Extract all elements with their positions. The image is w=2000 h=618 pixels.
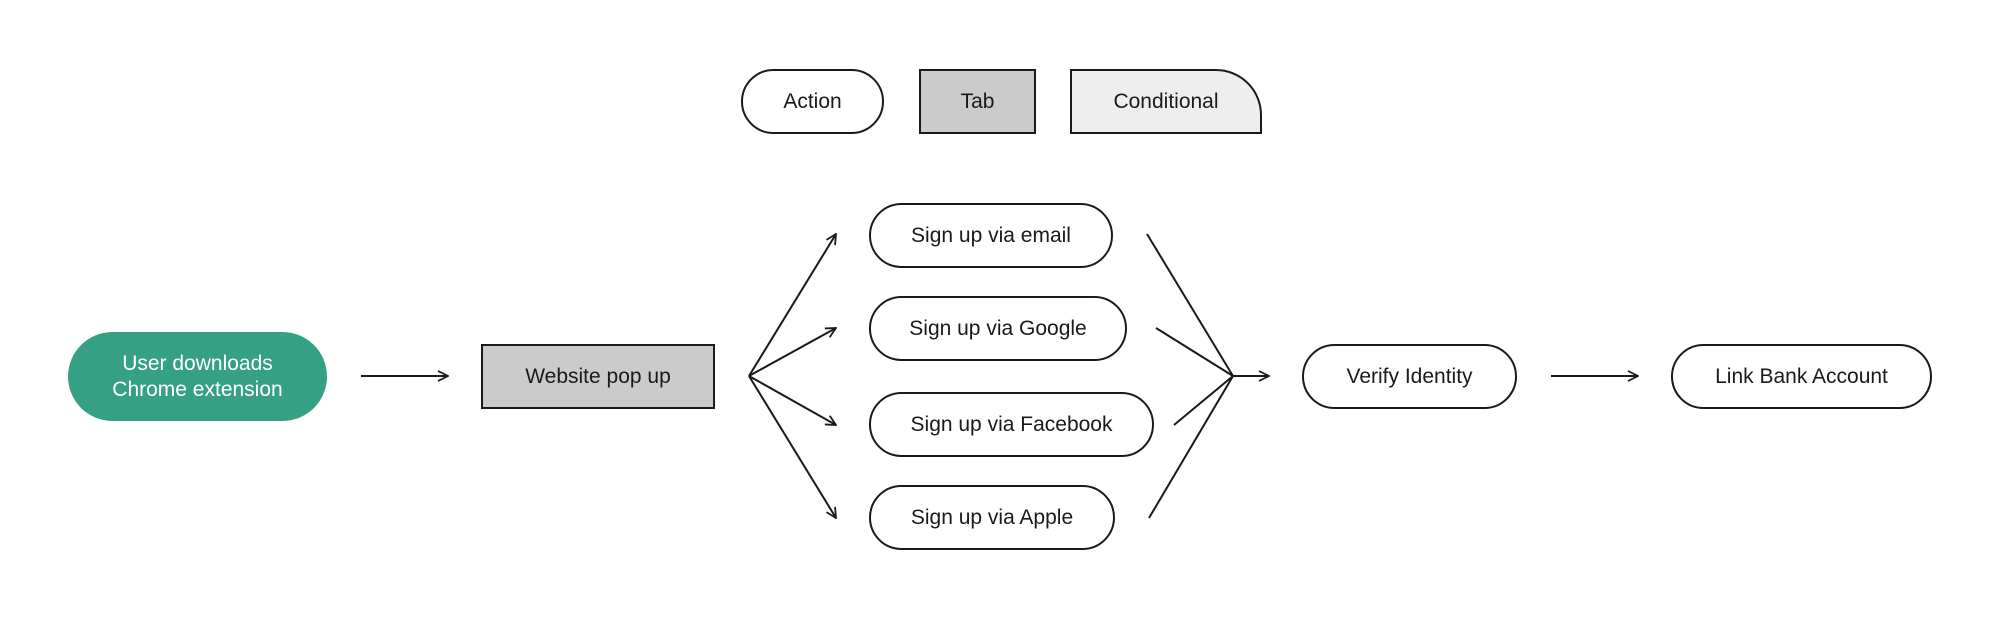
arrow-popup-to-apple (748, 375, 836, 518)
legend-tab: Tab (919, 69, 1036, 134)
arrow-popup-to-facebook (748, 375, 836, 425)
node-link-bank-account: Link Bank Account (1671, 344, 1932, 409)
legend-action: Action (741, 69, 884, 134)
node-sign-up-apple: Sign up via Apple (869, 485, 1115, 550)
arrow-popup-to-google (748, 328, 836, 377)
line-facebook-to-merge (1173, 375, 1234, 426)
node-verify-identity: Verify Identity (1302, 344, 1517, 409)
node-sign-up-google: Sign up via Google (869, 296, 1127, 361)
legend-conditional: Conditional (1070, 69, 1262, 134)
node-user-downloads-extension: User downloads Chrome extension (68, 332, 327, 421)
line-email-to-merge (1146, 233, 1234, 377)
node-sign-up-facebook: Sign up via Facebook (869, 392, 1154, 457)
line-google-to-merge (1155, 327, 1234, 377)
line-apple-to-merge (1148, 375, 1234, 519)
node-website-pop-up: Website pop up (481, 344, 715, 409)
arrow-popup-to-email (748, 234, 836, 377)
node-sign-up-email: Sign up via email (869, 203, 1113, 268)
